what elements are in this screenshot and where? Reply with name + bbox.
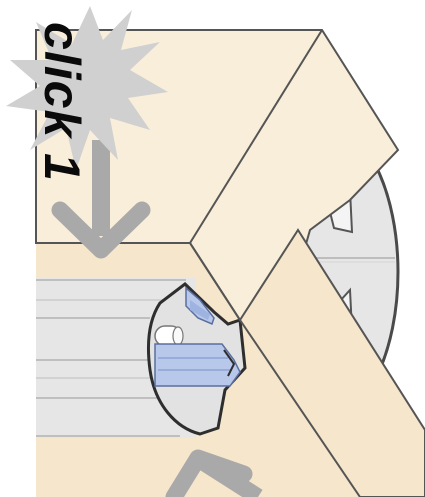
click-1-label: click 1 bbox=[37, 22, 87, 182]
lower-clip bbox=[155, 344, 240, 386]
